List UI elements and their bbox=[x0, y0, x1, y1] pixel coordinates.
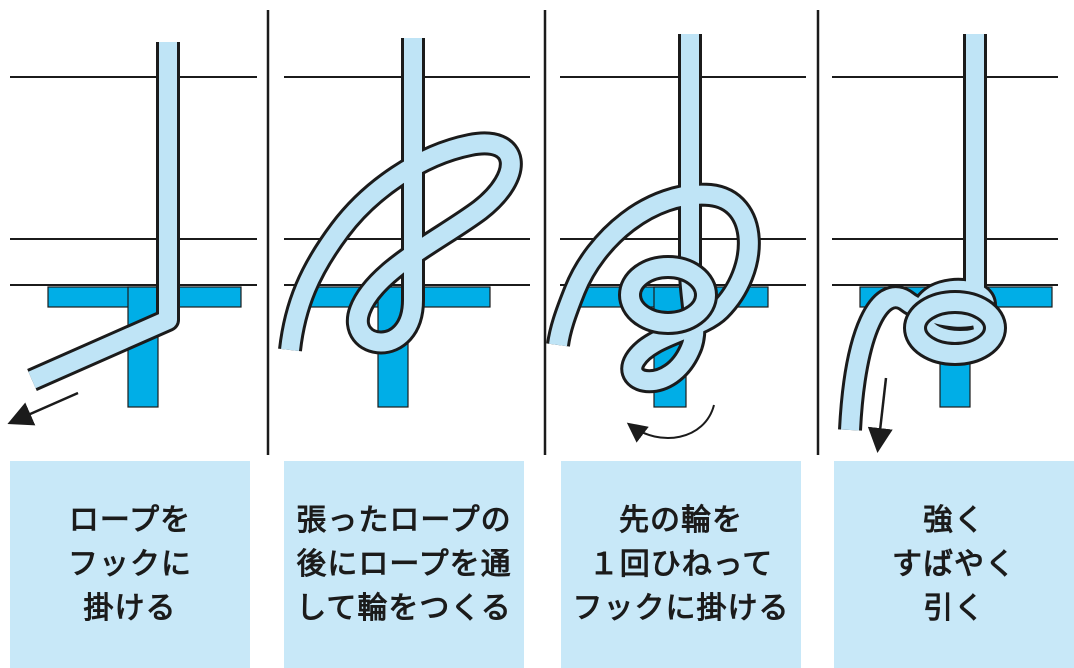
step-4-caption-box: 強く すばやく 引く bbox=[834, 461, 1074, 668]
step-1-caption-box: ロープを フックに 掛ける bbox=[10, 461, 250, 668]
step-3-caption-line: 先の輪を bbox=[619, 502, 743, 538]
step-3-caption-line: １回ひねって bbox=[588, 546, 774, 582]
step-4-caption-line: すばやく bbox=[892, 546, 1016, 582]
step-3-caption-line: フックに掛ける bbox=[572, 590, 790, 626]
step-4-illustration bbox=[832, 34, 1058, 453]
panel-dividers bbox=[266, 10, 820, 455]
step-3-caption-box: 先の輪を １回ひねって フックに掛ける bbox=[561, 461, 801, 668]
twist-arrow-icon bbox=[626, 404, 715, 443]
step-4-caption: 強く すばやく 引く bbox=[892, 499, 1016, 631]
step-1-caption-line: フックに bbox=[68, 546, 192, 582]
step-1-caption: ロープを フックに 掛ける bbox=[68, 499, 192, 631]
step-4-caption-line: 強く bbox=[923, 502, 985, 538]
step-4-caption-line: 引く bbox=[923, 590, 985, 626]
step-3-caption: 先の輪を １回ひねって フックに掛ける bbox=[573, 499, 790, 631]
step-2-caption-line: して輪をつくる bbox=[296, 590, 512, 626]
hook bbox=[47, 286, 242, 408]
pull-down-arrow-icon bbox=[867, 377, 893, 453]
step-2-caption-line: 後にロープを通 bbox=[296, 546, 512, 582]
rope bbox=[546, 34, 761, 394]
step-1-caption-line: ロープを bbox=[68, 502, 192, 538]
step-2-caption: 張ったロープの 後にロープを通 して輪をつくる bbox=[296, 499, 512, 631]
step-2-caption-line: 張ったロープの bbox=[296, 502, 512, 538]
step-1-caption-line: 掛ける bbox=[83, 590, 177, 626]
rope bbox=[27, 42, 180, 391]
cargo-lines bbox=[10, 76, 257, 286]
cargo-lines bbox=[832, 76, 1058, 286]
pull-down-left-arrow-icon bbox=[7, 391, 79, 426]
step-2-illustration bbox=[278, 38, 530, 408]
step-2-caption-box: 張ったロープの 後にロープを通 して輪をつくる bbox=[284, 461, 524, 668]
step-1-illustration bbox=[7, 42, 257, 426]
rope bbox=[278, 38, 523, 355]
rope bbox=[838, 34, 1007, 431]
step-3-illustration bbox=[546, 34, 806, 443]
